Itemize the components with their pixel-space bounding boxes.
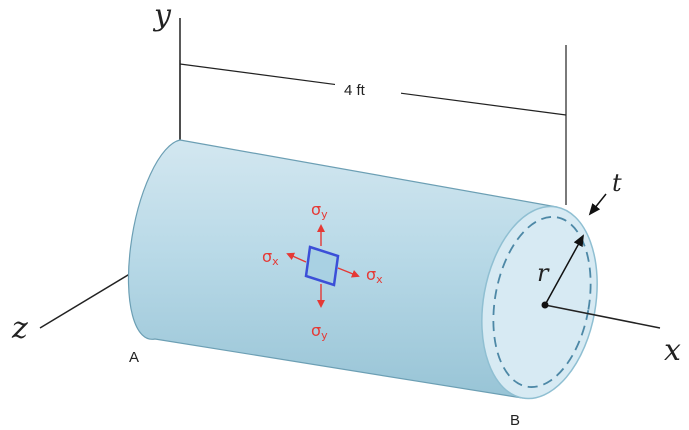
sigma-x-right-label: σx [366, 265, 383, 286]
inner-wall-dashed [492, 216, 592, 388]
y-axis-label: y [152, 0, 172, 33]
sigma-y-bottom-label: σy [311, 321, 328, 342]
point-b-label: B [510, 412, 520, 429]
thickness-label: t [612, 169, 622, 197]
stress-arrow-left [286, 252, 307, 263]
radius-label: r [537, 259, 550, 287]
radius-arrow [544, 234, 584, 306]
stress-element [304, 245, 340, 287]
thickness-arrow [588, 193, 607, 216]
cylinder-end-cap [481, 205, 598, 400]
sigma-y-top-label: σy [311, 200, 328, 221]
cylinder-body [127, 139, 558, 399]
sigma-x-left-label: σx [262, 247, 279, 268]
z-axis [39, 271, 134, 329]
point-a-label: A [129, 349, 139, 366]
stress-arrow-right [337, 267, 360, 278]
x-axis [544, 304, 661, 329]
length-dimension-label: 4 ft [344, 82, 366, 99]
z-axis-label: z [11, 311, 28, 346]
dimension-label-gap [335, 78, 401, 100]
x-axis-label: x [664, 333, 681, 368]
